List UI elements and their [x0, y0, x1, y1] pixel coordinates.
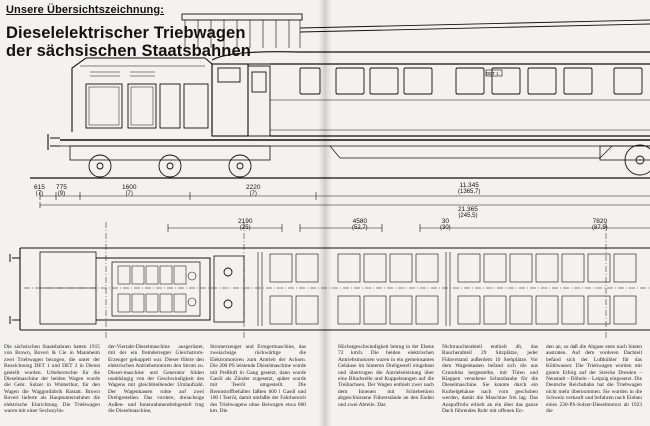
dimension-value: 7820 [592, 218, 608, 225]
dimension-2220: 2220(7) [246, 184, 260, 198]
dimension-value: 615 [34, 184, 45, 191]
dimension-2190: 2190(25) [238, 218, 252, 232]
page-title: Dieselelektrischer Triebwagen der sächsi… [6, 24, 306, 60]
body-text: Die sächsischen Staatsbahnen hatten 1915… [4, 344, 646, 424]
side-elevation [30, 13, 650, 179]
dimension-sub: (7) [249, 191, 257, 197]
title-line-1: Dieselelektrischer Triebwagen [6, 24, 246, 42]
dimension-sub: (30) [440, 225, 451, 231]
dimension-sub: (7) [125, 191, 133, 197]
dimension-value: 11.345 [459, 182, 479, 189]
dimension-sub: (9) [57, 191, 66, 197]
dimension-11345: 11.345(1365,7) [458, 182, 480, 196]
plan-view [9, 247, 650, 331]
dimension-7820: 7820(87,5) [592, 218, 608, 232]
title-line-2: der sächsischen Staatsbahnen [6, 42, 251, 60]
text-column-1: Die sächsischen Staatsbahnen hatten 1915… [4, 344, 100, 415]
text-column-4: Höchstgeschwindigkeit betrug in der Eben… [338, 344, 434, 408]
dimension-30: 30(30) [440, 218, 451, 232]
dimension-775: 775(9) [56, 184, 67, 198]
kicker-heading: Unsere Übersichtszeichnung: [6, 4, 164, 16]
dimension-1600: 1600(7) [122, 184, 136, 198]
dimension-4580: 4580(52,7) [352, 218, 368, 232]
dimension-value: 1600 [122, 184, 137, 191]
dimension-value: 2190 [238, 218, 253, 225]
dimension-value: 2220 [246, 184, 261, 191]
dimension-sub: (87,5) [592, 225, 608, 231]
dimension-sub: (1365,7) [458, 189, 481, 195]
dimension-value: 30 [441, 218, 449, 225]
dimension-sub: (245,5) [458, 213, 478, 219]
dimension-value: 21.365 [458, 206, 478, 213]
dimension-615: 615(7) [34, 184, 45, 198]
text-column-5: Nichtraucherabteil enthielt 46, das Rauc… [442, 344, 538, 415]
dimension-21365: 21.365(245,5) [458, 206, 478, 220]
dimension-value: 4580 [352, 218, 368, 225]
dimension-value: 775 [56, 184, 67, 191]
dimension-sub: (52,7) [352, 225, 368, 231]
dimension-sub: (7) [35, 191, 44, 197]
text-column-3: Stromerzeuger und Erregermaschine, das z… [210, 344, 306, 415]
vehicle-marking: DET 1 [486, 71, 499, 76]
text-column-2: der-Viertakt-Dieselmaschine ausgerüstet,… [108, 344, 204, 415]
text-column-6: den an, so daß die Abgase stets nach hin… [546, 344, 642, 415]
book-gutter [318, 0, 332, 426]
dimension-sub: (25) [239, 225, 251, 231]
